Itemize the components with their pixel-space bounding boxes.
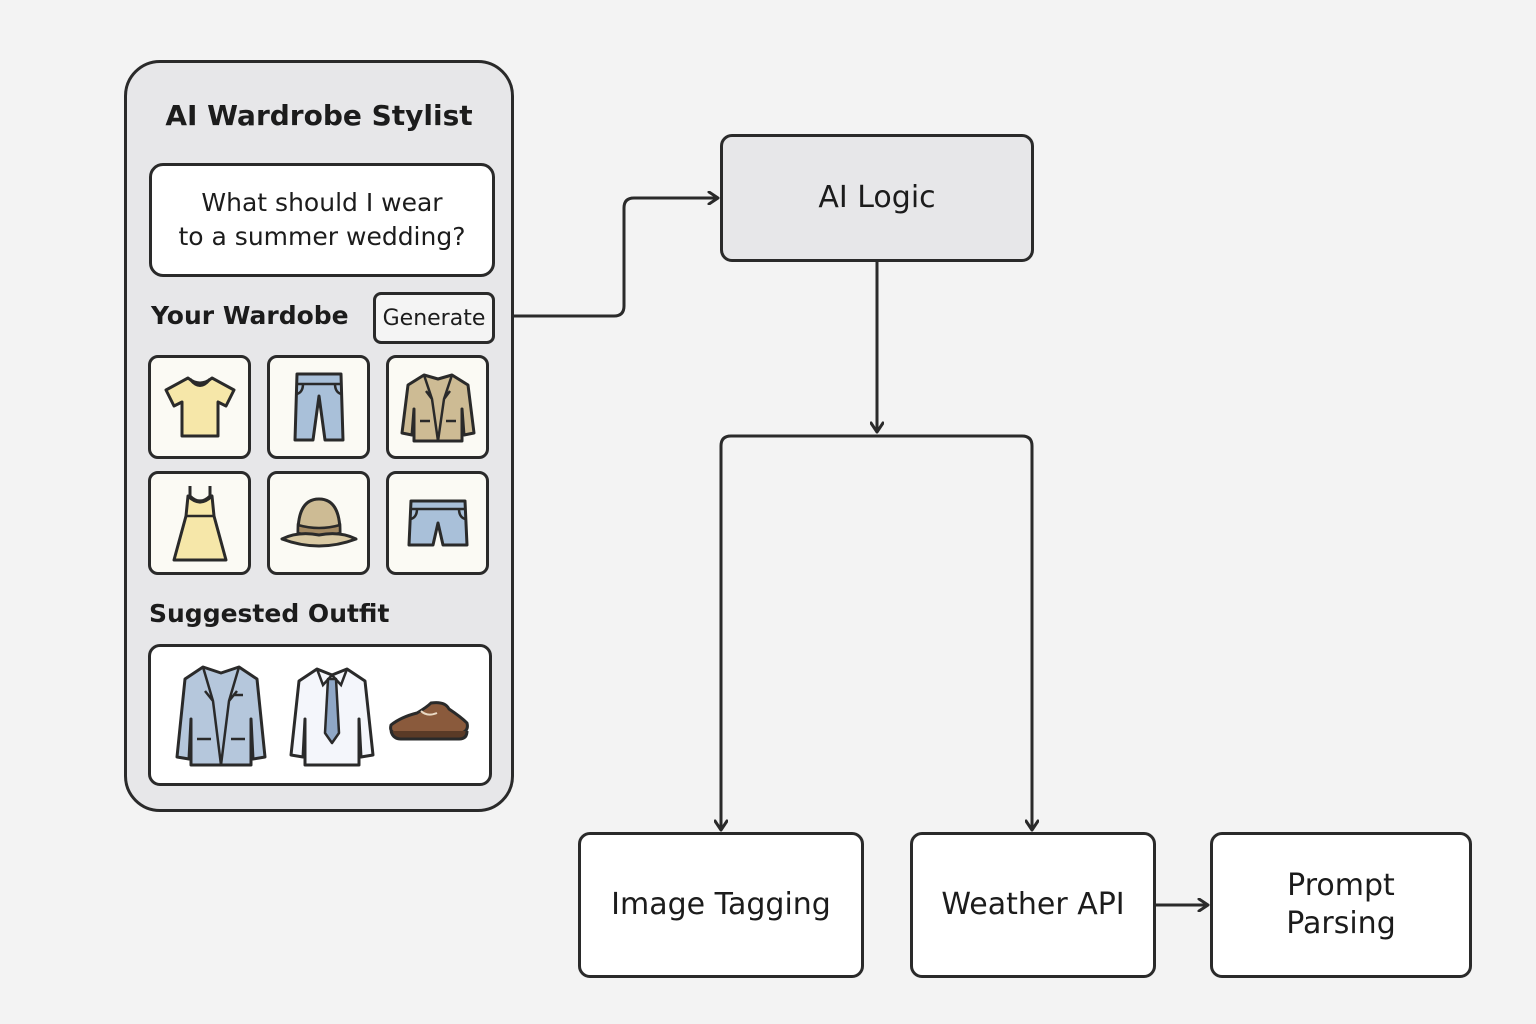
stylist-app-panel: AI Wardrobe Stylist What should I wear t… bbox=[124, 60, 514, 812]
branch-line bbox=[719, 434, 1034, 830]
blazer-icon bbox=[400, 373, 475, 443]
arrow-app-to-logic bbox=[514, 198, 718, 318]
image-tagging-label: Image Tagging bbox=[611, 887, 831, 922]
prompt-line-1: What should I wear bbox=[201, 188, 443, 217]
suggested-outfit-box bbox=[148, 644, 492, 786]
wardrobe-item-hat[interactable] bbox=[267, 471, 370, 575]
wardrobe-item-jeans[interactable] bbox=[267, 355, 370, 459]
ai-logic-node: AI Logic bbox=[720, 134, 1034, 262]
wardrobe-item-dress[interactable] bbox=[148, 471, 251, 575]
prompt-parsing-node: Prompt Parsing bbox=[1210, 832, 1472, 978]
dress-shirt-tie-icon bbox=[289, 667, 375, 767]
prompt-line-2: to a summer wedding? bbox=[178, 222, 466, 251]
suggested-outfit-label: Suggested Outfit bbox=[149, 599, 390, 628]
weather-api-node: Weather API bbox=[910, 832, 1156, 978]
jeans-icon bbox=[293, 372, 344, 442]
wardrobe-item-blazer[interactable] bbox=[386, 355, 489, 459]
prompt-input[interactable]: What should I wear to a summer wedding? bbox=[149, 163, 495, 277]
shorts-icon bbox=[407, 499, 468, 547]
dress-shoe-icon bbox=[389, 701, 469, 741]
prompt-parsing-line-2: Parsing bbox=[1286, 906, 1396, 941]
wardrobe-item-shorts[interactable] bbox=[386, 471, 489, 575]
suit-jacket-icon bbox=[175, 665, 267, 767]
t-shirt-icon bbox=[164, 376, 235, 438]
image-tagging-node: Image Tagging bbox=[578, 832, 864, 978]
dress-icon bbox=[172, 486, 227, 562]
app-title: AI Wardrobe Stylist bbox=[165, 99, 473, 132]
sun-hat-icon bbox=[280, 497, 357, 548]
wardrobe-item-tshirt[interactable] bbox=[148, 355, 251, 459]
weather-api-label: Weather API bbox=[941, 887, 1125, 922]
ai-logic-label: AI Logic bbox=[818, 180, 936, 215]
wardrobe-label: Your Wardobe bbox=[151, 301, 349, 330]
prompt-parsing-line-1: Prompt bbox=[1287, 868, 1395, 903]
generate-button[interactable]: Generate bbox=[373, 292, 495, 344]
